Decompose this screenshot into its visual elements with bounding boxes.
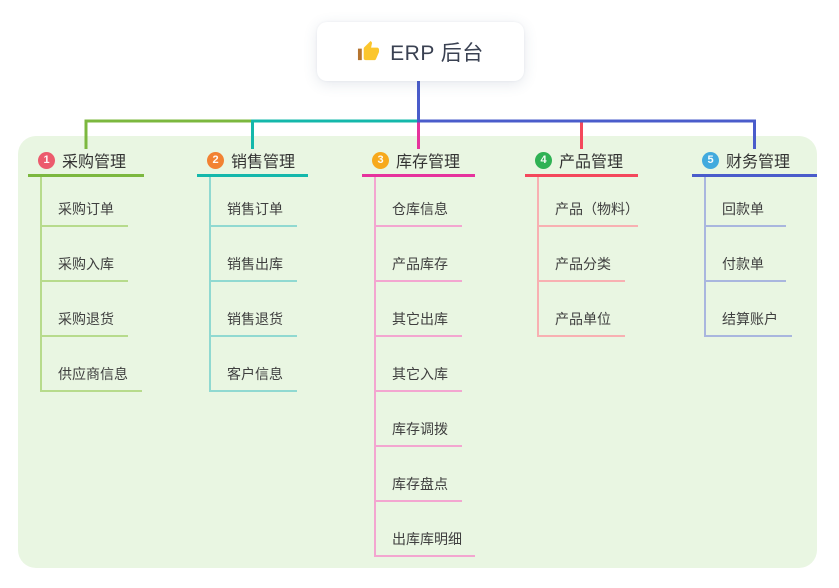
child-node: 回款单: [706, 177, 817, 227]
branch-2: 2 销售管理销售订单销售出库销售退货客户信息: [197, 146, 308, 392]
child-node: 供应商信息: [42, 337, 144, 392]
child-node-label[interactable]: 付款单: [706, 254, 786, 282]
child-node-label[interactable]: 客户信息: [211, 364, 297, 392]
child-node: 付款单: [706, 227, 817, 282]
child-node-label[interactable]: 库存盘点: [376, 474, 462, 502]
child-node: 产品（物料）: [539, 177, 639, 227]
child-node: 销售退货: [211, 282, 308, 337]
child-node-label[interactable]: 产品（物料）: [539, 199, 639, 227]
branch-header[interactable]: 4 产品管理: [525, 146, 638, 177]
child-node: 采购入库: [42, 227, 144, 282]
child-node: 产品分类: [539, 227, 638, 282]
branch-children: 销售订单销售出库销售退货客户信息: [209, 177, 308, 392]
child-node-label[interactable]: 销售退货: [211, 309, 297, 337]
child-node-label[interactable]: 产品库存: [376, 254, 462, 282]
child-node: 其它出库: [376, 282, 475, 337]
branch-header[interactable]: 2 销售管理: [197, 146, 308, 177]
child-node-label[interactable]: 采购入库: [42, 254, 128, 282]
child-node: 结算账户: [706, 282, 817, 337]
child-node-label[interactable]: 供应商信息: [42, 364, 142, 392]
root-node[interactable]: ERP 后台: [317, 22, 524, 81]
branch-children: 产品（物料） 产品分类产品单位: [537, 177, 639, 337]
child-node: 出库库明细: [376, 502, 475, 557]
child-node: 库存盘点: [376, 447, 475, 502]
child-node: 销售订单: [211, 177, 308, 227]
branch-title: 采购管理: [62, 154, 127, 171]
branch-children: 回款单付款单结算账户: [704, 177, 817, 337]
child-node-label[interactable]: 结算账户: [706, 309, 792, 337]
root-node-title: ERP 后台: [390, 41, 484, 65]
child-node: 产品单位: [539, 282, 638, 337]
branch-5: 5 财务管理回款单付款单结算账户: [692, 146, 817, 337]
branch-header[interactable]: 5 财务管理: [692, 146, 817, 177]
child-node-label[interactable]: 其它入库: [376, 364, 462, 392]
child-node: 产品库存: [376, 227, 475, 282]
branch-title: 财务管理: [726, 154, 791, 171]
child-node: 销售出库: [211, 227, 308, 282]
branch-header[interactable]: 1 采购管理: [28, 146, 144, 177]
child-node: 其它入库: [376, 337, 475, 392]
branch-title: 销售管理: [231, 154, 296, 171]
branch-title: 产品管理: [559, 154, 624, 171]
branch-number-badge: 1: [38, 151, 55, 169]
branch-title: 库存管理: [396, 154, 461, 171]
child-node: 仓库信息: [376, 177, 475, 227]
branch-number-badge: 2: [207, 151, 224, 169]
branch-number-badge: 3: [372, 151, 389, 169]
child-node: 客户信息: [211, 337, 308, 392]
branch-number-badge: 5: [702, 151, 719, 169]
child-node-label[interactable]: 库存调拨: [376, 419, 462, 447]
child-node-label[interactable]: 销售出库: [211, 254, 297, 282]
child-node: 库存调拨: [376, 392, 475, 447]
child-node-label[interactable]: 出库库明细: [376, 529, 475, 557]
child-node-label[interactable]: 销售订单: [211, 199, 297, 227]
child-node-label[interactable]: 回款单: [706, 199, 786, 227]
branch-4: 4 产品管理产品（物料） 产品分类产品单位: [525, 146, 639, 337]
child-node-label[interactable]: 采购订单: [42, 199, 128, 227]
child-node: 采购订单: [42, 177, 144, 227]
branch-number-badge: 4: [535, 151, 552, 169]
child-node-label[interactable]: 产品单位: [539, 309, 625, 337]
thumbs-up-icon: [358, 40, 380, 61]
child-node: 采购退货: [42, 282, 144, 337]
child-node-label[interactable]: 仓库信息: [376, 199, 462, 227]
branch-3: 3 库存管理仓库信息产品库存其它出库其它入库库存调拨库存盘点出库库明细: [362, 146, 475, 557]
branch-children: 仓库信息产品库存其它出库其它入库库存调拨库存盘点出库库明细: [374, 177, 475, 557]
child-node-label[interactable]: 其它出库: [376, 309, 462, 337]
branch-children: 采购订单采购入库采购退货供应商信息: [40, 177, 144, 392]
child-node-label[interactable]: 采购退货: [42, 309, 128, 337]
branch-1: 1 采购管理采购订单采购入库采购退货供应商信息: [28, 146, 144, 392]
mindmap-canvas-panel: [18, 136, 817, 568]
branch-header[interactable]: 3 库存管理: [362, 146, 475, 177]
child-node-label[interactable]: 产品分类: [539, 254, 625, 282]
